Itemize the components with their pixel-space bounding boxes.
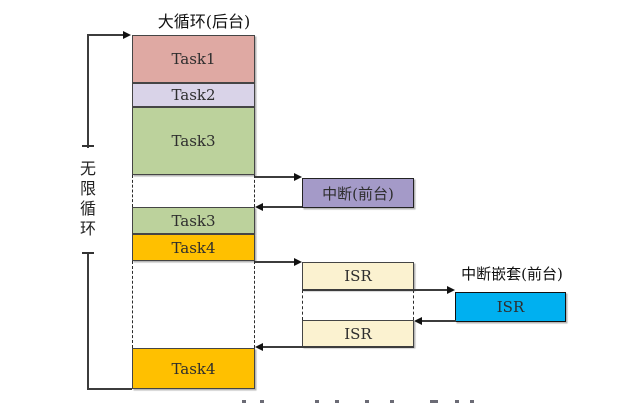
isr-bottom-box: ISR <box>302 320 414 347</box>
arrow-nested-to-isr-head-icon <box>414 316 422 325</box>
caption-mark <box>470 400 474 403</box>
isr-bottom-label: ISR <box>344 324 372 343</box>
clipped-caption <box>230 400 480 405</box>
caption-mark <box>260 400 264 403</box>
interrupt-box: 中断(前台) <box>302 178 414 208</box>
caption-mark <box>242 400 246 403</box>
arrow-interrupt-to-task3-head-icon <box>255 202 263 211</box>
isr-gap-dash-left <box>302 290 303 320</box>
caption-mark <box>390 400 394 403</box>
isr-top-label: ISR <box>344 267 372 285</box>
infinite-loop-label: 无限循环 <box>77 148 98 252</box>
gap2-dash-left <box>132 261 133 348</box>
gap2-dash-right <box>254 261 255 348</box>
caption-mark <box>365 400 369 403</box>
arrow-isr-to-nested-head-icon <box>447 285 455 294</box>
task4-resume-block: Task4 <box>132 348 255 389</box>
arrow-isr-to-task4-line <box>261 346 414 348</box>
task4-resume-label: Task4 <box>171 359 216 378</box>
arrow-task3-to-interrupt-head-icon <box>294 172 302 181</box>
task2-label: Task2 <box>171 86 216 104</box>
arrow-isr-to-nested-line <box>302 289 448 291</box>
diagram-title: 大循环(后台) <box>157 12 251 31</box>
caption-mark <box>335 400 339 403</box>
caption-mark <box>455 400 459 403</box>
task3-block: Task3 <box>132 107 255 175</box>
arrow-isr-to-task4-head-icon <box>255 342 263 351</box>
task1-block: Task1 <box>132 35 255 83</box>
arrow-nested-to-isr-line <box>420 320 456 322</box>
arrow-task3-to-interrupt-line <box>255 176 296 178</box>
arrow-task4-to-isr-head-icon <box>294 257 302 266</box>
loop-label-tick-top <box>82 145 94 147</box>
task1-label: Task1 <box>171 50 216 68</box>
isr-gap-dash-right <box>413 290 414 320</box>
isr-top-box: ISR <box>302 262 414 290</box>
caption-mark <box>430 400 438 403</box>
loop-line-bottom <box>87 388 132 390</box>
caption-mark <box>315 400 319 403</box>
arrow-task4-to-isr-line <box>255 261 296 263</box>
loop-line-top <box>87 34 124 36</box>
nested-interrupt-title: 中断嵌套(前台) <box>461 265 563 283</box>
task3-label: Task3 <box>171 132 216 150</box>
task4-label: Task4 <box>171 238 216 257</box>
nested-isr-box: ISR <box>455 292 566 322</box>
task3-resume-block: Task3 <box>132 207 255 234</box>
interrupt-label: 中断(前台) <box>322 184 394 203</box>
task3-resume-label: Task3 <box>171 211 216 230</box>
task2-block: Task2 <box>132 83 255 107</box>
nested-isr-label: ISR <box>496 298 525 316</box>
task4-block: Task4 <box>132 234 255 261</box>
gap1-dash-left <box>132 175 133 207</box>
loop-arrowhead-icon <box>123 30 131 39</box>
loop-label-tick-bottom <box>82 252 94 254</box>
gap1-dash-right <box>254 175 255 207</box>
arrow-interrupt-to-task3-line <box>261 206 302 208</box>
